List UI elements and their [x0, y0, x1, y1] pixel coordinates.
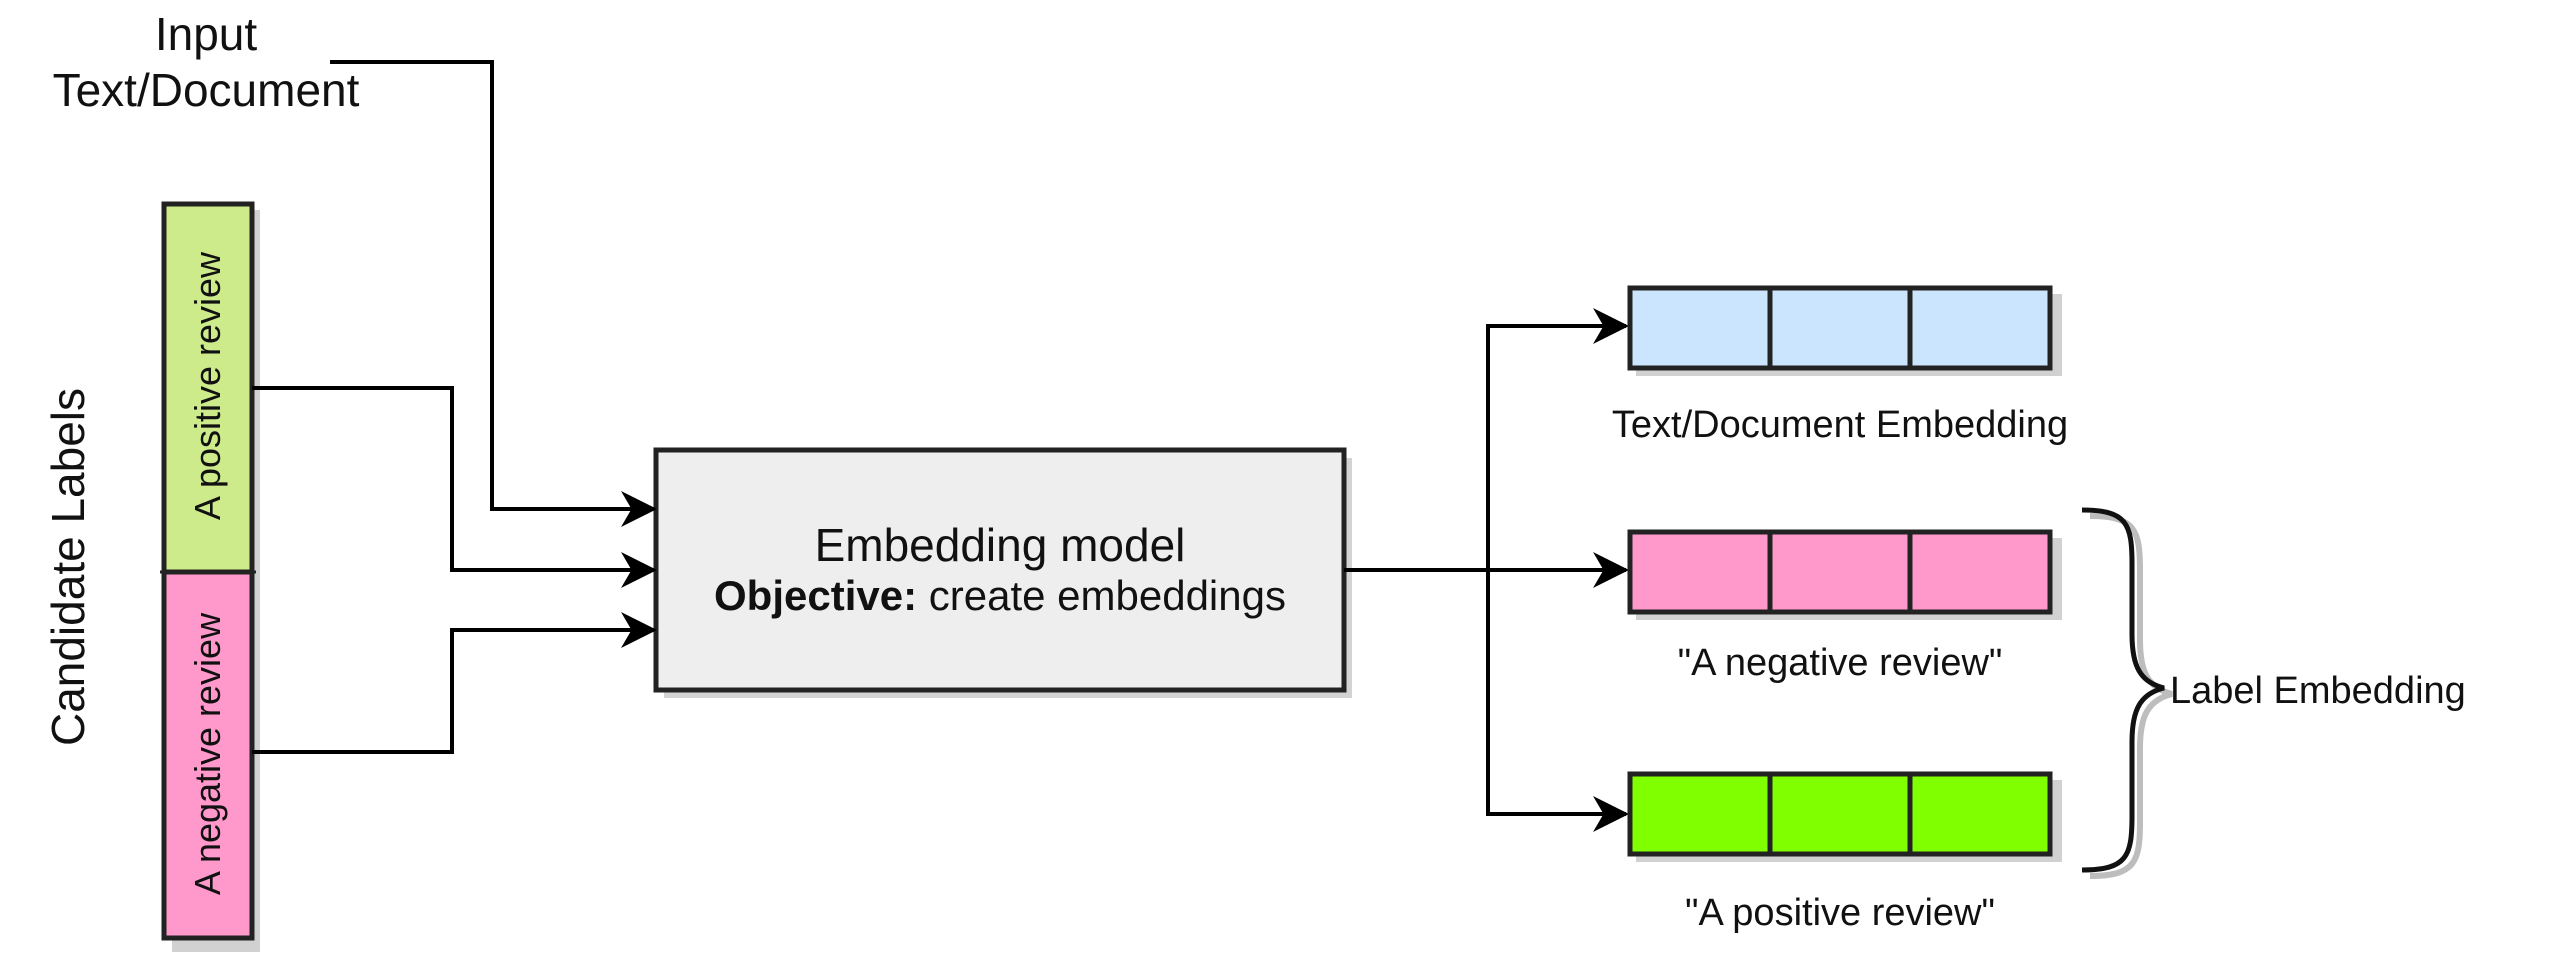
label-embedding-brace-shadow [2089, 513, 2173, 879]
embedding-cell [1627, 285, 1773, 371]
embedding-cell [1767, 529, 1913, 615]
negative-embedding-vector [1627, 529, 2062, 620]
negative-embedding-caption: "A negative review" [1677, 642, 2003, 684]
input-line-1: Input [154, 8, 258, 60]
model-objective: Objective: create embeddings [714, 572, 1286, 620]
candidate-labels-stack [160, 201, 260, 952]
positive-label-text: A positive review [187, 251, 228, 521]
negative-label-text: A negative review [187, 612, 228, 896]
embedding-model-box [653, 447, 1352, 698]
input-connector [330, 60, 657, 527]
embedding-cell [1767, 771, 1913, 857]
objective-text: create embeddings [928, 572, 1286, 619]
embedding-cell [1907, 529, 2053, 615]
positive-embedding-connector [1486, 570, 1629, 832]
label-embedding-brace [2081, 507, 2165, 873]
embedding-cell [1907, 285, 2053, 371]
positive-label-connector [252, 386, 657, 588]
positive-embedding-caption: "A positive review" [1685, 892, 1995, 934]
input-text-document-label: Input Text/Document [53, 6, 360, 118]
embedding-cell [1907, 771, 2053, 857]
text-doc-embedding-caption: Text/Document Embedding [1611, 404, 2069, 446]
negative-label-connector [252, 612, 657, 754]
positive-label-box [161, 201, 255, 575]
embedding-cell [1627, 529, 1773, 615]
positive-embedding-vector [1627, 771, 2062, 862]
embedding-cell [1627, 771, 1773, 857]
candidate-labels-title: Candidate Labels [42, 387, 94, 747]
input-line-2: Text/Document [52, 64, 360, 116]
label-embedding-caption: Label Embedding [2170, 670, 2466, 712]
embedding-cell [1767, 285, 1913, 371]
model-title: Embedding model [814, 519, 1186, 571]
objective-label: Objective: [714, 572, 918, 619]
text-doc-embedding-vector [1627, 285, 2062, 376]
text-doc-embedding-connector [1486, 308, 1629, 570]
